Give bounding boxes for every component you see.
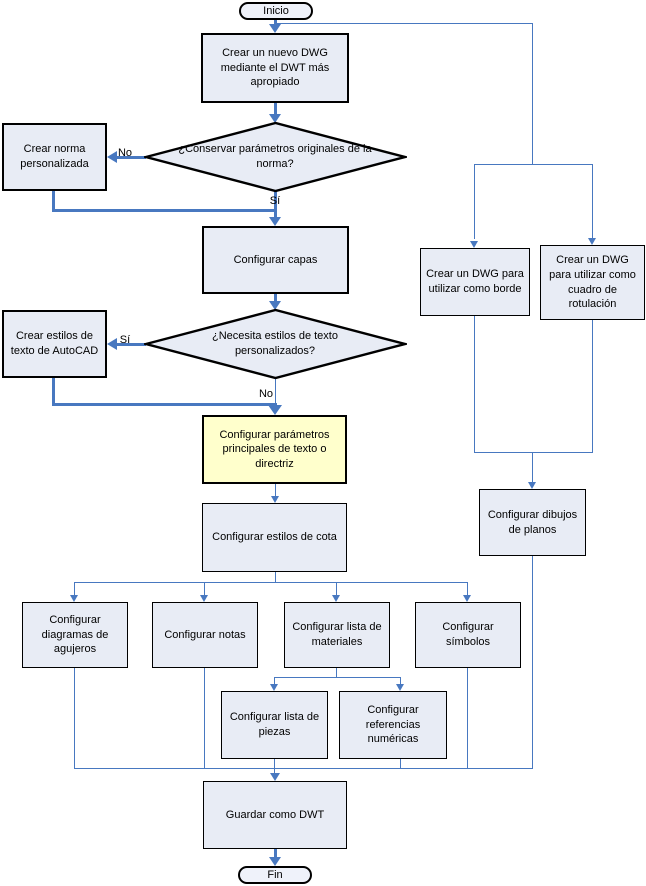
connector-branch-row	[74, 582, 468, 583]
node-crear-estilos-texto: Crear estilos de texto de AutoCAD	[2, 310, 107, 378]
connector-norma-merge	[52, 209, 276, 212]
node-configurar-capas: Configurar capas	[202, 226, 349, 294]
connector-norma-down	[52, 191, 55, 212]
connector-estilos-down	[52, 377, 55, 406]
connector-to-referencias	[400, 677, 401, 685]
arrowhead-cota	[271, 496, 279, 503]
connector-cota-branch	[275, 572, 276, 583]
edge-label-si-2: Sí	[119, 334, 131, 346]
connector-borde-down	[474, 316, 475, 453]
connector-decision1-norma	[116, 156, 146, 159]
arrowhead-estilos	[107, 338, 117, 350]
arrowhead-guardar	[270, 773, 280, 781]
node-lista-piezas: Configurar lista de piezas	[221, 691, 328, 759]
connector-to-guardar	[274, 759, 275, 775]
connector-parametros-cota	[275, 484, 276, 497]
node-configurar-notas: Configurar notas	[152, 602, 258, 668]
node-guardar-dwt: Guardar como DWT	[203, 781, 347, 849]
connector-right-split	[474, 164, 593, 165]
arrowhead-fin	[269, 857, 281, 866]
connector-creardwg-decision1	[274, 102, 277, 115]
node-configurar-simbolos: Configurar símbolos	[415, 602, 521, 668]
decision-necesita-estilos: ¿Necesita estilos de texto personalizado…	[212, 330, 338, 357]
arrowhead-agujeros	[70, 595, 78, 602]
connector-estilos-merge	[52, 403, 276, 406]
decision-necesita-estilos-shape	[144, 308, 407, 380]
arrowhead-norma	[107, 151, 117, 163]
connector-rotulacion-down	[592, 320, 593, 453]
connector-materiales-down	[336, 668, 337, 678]
node-crear-dwg: Crear un nuevo DWG mediante el DWT más a…	[201, 33, 349, 103]
connector-to-piezas	[274, 677, 275, 685]
arrowhead-decision1	[269, 114, 281, 123]
arrowhead-notas	[200, 595, 208, 602]
connector-inicio-creardwg	[274, 19, 277, 26]
decision-conservar-parametros-shape	[144, 121, 407, 193]
connector-referencias-collector	[400, 759, 401, 769]
connector-decision2-no	[275, 378, 276, 404]
arrowhead-materiales	[332, 595, 340, 602]
connector-dibujos-down	[532, 556, 533, 769]
edge-label-no-2: No	[258, 388, 273, 400]
connector-to-rotulacion	[592, 164, 593, 238]
connector-to-agujeros	[74, 582, 75, 596]
connector-sub-branch	[274, 677, 401, 678]
connector-decision1-capas	[274, 191, 277, 219]
arrowhead-rotulacion	[588, 238, 596, 245]
node-crear-norma: Crear norma personalizada	[2, 123, 107, 191]
connector-to-dibujos	[532, 452, 533, 482]
arrowhead-borde	[470, 241, 478, 248]
node-inicio: Inicio	[239, 2, 313, 20]
connector-to-materiales	[336, 582, 337, 596]
decision-conservar-parametros: ¿Conservar parámetros originales de la n…	[178, 143, 372, 170]
node-dibujos-planos: Configurar dibujos de planos	[479, 489, 586, 556]
connector-top-right	[276, 23, 533, 24]
node-estilos-cota: Configurar estilos de cota	[202, 503, 347, 572]
node-diagramas-agujeros: Configurar diagramas de agujeros	[22, 602, 128, 668]
arrowhead-parametros	[268, 405, 282, 415]
edge-label-no-1: No	[117, 147, 133, 159]
node-referencias-numericas: Configurar referencias numéricas	[339, 691, 447, 759]
connector-right-merge	[474, 452, 593, 453]
node-parametros-texto: Configurar parámetros principales de tex…	[202, 415, 347, 484]
node-dwg-rotulacion: Crear un DWG para utilizar como cuadro d…	[540, 245, 645, 320]
edge-label-si-1: Sí	[269, 195, 281, 207]
arrowhead-creardwg	[269, 24, 281, 33]
arrowhead-dibujos	[528, 482, 536, 489]
arrowhead-simbolos	[463, 595, 471, 602]
connector-to-borde	[474, 164, 475, 239]
connector-notas-collector	[204, 668, 205, 769]
connector-to-notas	[204, 582, 205, 596]
connector-decision2-estilos	[116, 343, 146, 346]
connector-agujeros-collector	[74, 668, 75, 769]
connector-simbolos-collector	[467, 668, 468, 769]
arrowhead-decision2	[269, 301, 281, 310]
connector-collector-row	[74, 768, 533, 769]
connector-capas-decision2	[274, 294, 277, 303]
connector-guardar-fin	[274, 849, 277, 859]
connector-top-right-drop	[532, 23, 533, 165]
connector-to-simbolos	[467, 582, 468, 596]
node-fin: Fin	[238, 866, 312, 884]
arrowhead-referencias	[396, 684, 404, 691]
node-dwg-borde: Crear un DWG para utilizar como borde	[420, 248, 530, 316]
arrowhead-capas	[269, 217, 281, 226]
arrowhead-piezas	[270, 684, 278, 691]
node-lista-materiales: Configurar lista de materiales	[284, 602, 390, 668]
